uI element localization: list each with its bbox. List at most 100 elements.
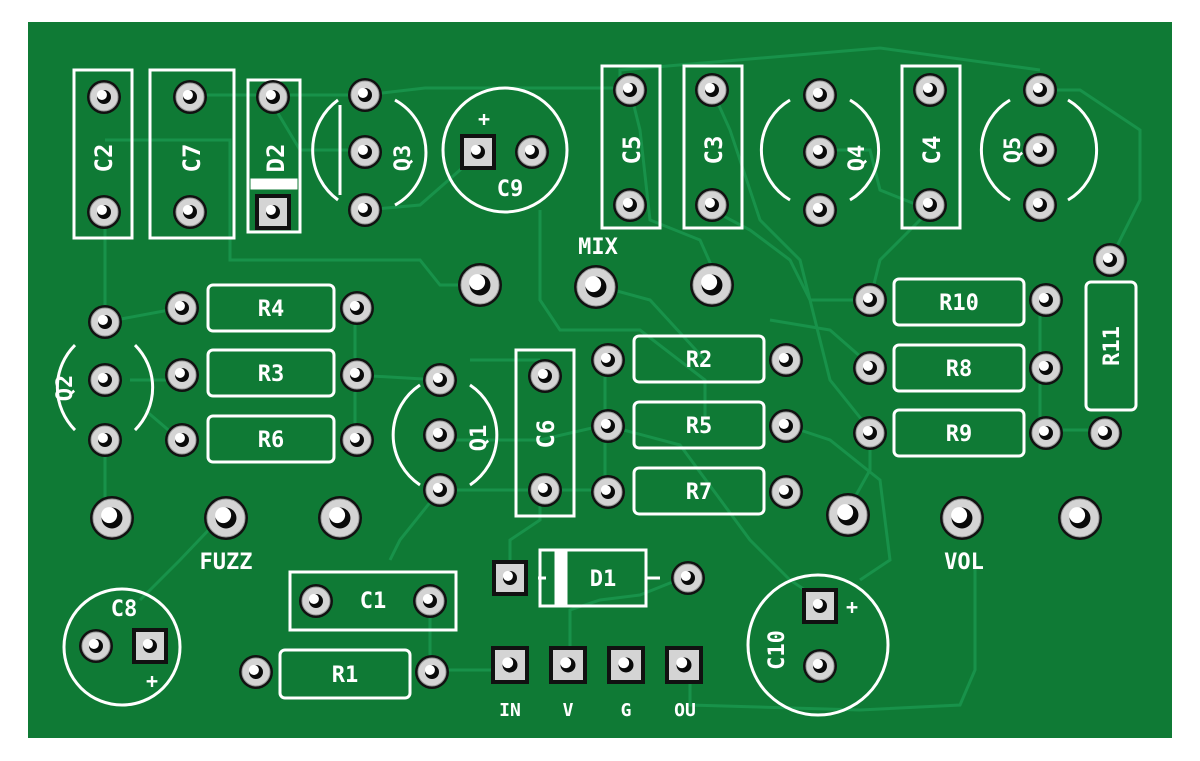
r2-outline <box>632 334 766 384</box>
q1-outline <box>391 383 499 487</box>
q2-pad-2 <box>88 363 122 397</box>
label-v: V <box>563 700 574 721</box>
d2-band <box>250 178 298 190</box>
vol-pad-3 <box>1058 496 1102 540</box>
c9-plus: + <box>478 107 490 131</box>
q5-pad-2 <box>1023 133 1057 167</box>
q3-outline <box>338 98 428 207</box>
mix-hole <box>458 263 502 307</box>
label-g: G <box>621 700 632 721</box>
out-pad <box>665 646 703 684</box>
c9-pad-2 <box>515 135 549 169</box>
r3-pad-1 <box>165 358 199 392</box>
r7-pad-1 <box>591 475 625 509</box>
d1-pad-2 <box>671 561 705 595</box>
c4-pad-2 <box>913 188 947 222</box>
c9-pad-1 <box>460 134 496 170</box>
q2-pad-3 <box>88 423 122 457</box>
c10-plus: + <box>846 595 858 619</box>
q5-pad-3 <box>1023 188 1057 222</box>
r8-pad-2 <box>1029 351 1063 385</box>
r9-outline <box>892 408 1026 458</box>
q2-outline <box>55 343 155 432</box>
r4-pad-1 <box>165 291 199 325</box>
c10-pad-1 <box>802 588 838 624</box>
r1-pad-1 <box>239 655 273 689</box>
q4-outline <box>759 98 881 202</box>
c5-pad-2 <box>613 188 647 222</box>
label-r11: R11 <box>1100 326 1125 366</box>
r7-pad-2 <box>769 475 803 509</box>
vol-pad-1 <box>826 493 870 537</box>
fuzz-pad-1 <box>90 496 134 540</box>
r6-pad-2 <box>340 423 374 457</box>
r9-pad-1 <box>853 416 887 450</box>
q3-pad-2 <box>348 135 382 169</box>
label-r5: R5 <box>686 414 713 439</box>
r2-pad-1 <box>591 343 625 377</box>
c7-pad-2 <box>173 195 207 229</box>
c5-pad-1 <box>613 73 647 107</box>
c2-pad-1 <box>87 80 121 114</box>
label-r10: R10 <box>939 291 979 316</box>
r3-pad-2 <box>340 358 374 392</box>
label-r8: R8 <box>946 357 973 382</box>
mix-pad-2 <box>574 265 618 309</box>
q4-pad-1 <box>803 78 837 112</box>
c8-outline <box>62 587 182 707</box>
c4-outline <box>900 64 962 230</box>
r11-pad-1 <box>1093 243 1127 277</box>
q1-pad-3 <box>423 473 457 507</box>
c1-pad-2 <box>413 584 447 618</box>
label-out: OU <box>674 700 696 721</box>
r11-pad-2 <box>1088 416 1122 450</box>
c2-outline <box>72 68 134 240</box>
label-mix: MIX <box>578 235 618 260</box>
r5-pad-2 <box>769 409 803 443</box>
c1-outline <box>288 570 458 632</box>
q4-pad-3 <box>803 193 837 227</box>
c3-outline <box>682 64 744 230</box>
r1-outline <box>278 648 412 700</box>
label-q2: Q2 <box>53 375 78 402</box>
pcb-substrate <box>28 22 1172 738</box>
label-q5: Q5 <box>1001 137 1026 164</box>
vol-pad-2 <box>940 496 984 540</box>
c1-pad-1 <box>299 584 333 618</box>
d1-band <box>554 550 568 606</box>
r6-pad-1 <box>165 423 199 457</box>
label-q4: Q4 <box>845 145 870 172</box>
c3-pad-1 <box>695 73 729 107</box>
c8-pad-1 <box>79 629 113 663</box>
label-fuzz: FUZZ <box>200 550 253 575</box>
fuzz-pad-3 <box>318 496 362 540</box>
fuzz-pad-2 <box>204 496 248 540</box>
c10-outline <box>746 573 890 717</box>
q5-pad-1 <box>1023 73 1057 107</box>
c6-pad-2 <box>528 473 562 507</box>
q2-pad-1 <box>88 305 122 339</box>
q4-pad-2 <box>803 135 837 169</box>
label-q3: Q3 <box>391 145 416 172</box>
c6-outline <box>514 348 576 518</box>
label-c1: C1 <box>360 589 387 614</box>
r4-outline <box>206 283 336 333</box>
r2-pad-2 <box>769 343 803 377</box>
r1-pad-2 <box>415 655 449 689</box>
c8-pad-2 <box>132 628 168 664</box>
label-vol: VOL <box>944 550 984 575</box>
c8-plus: + <box>146 669 158 693</box>
label-r9: R9 <box>946 422 973 447</box>
label-c8: C8 <box>111 597 138 622</box>
d2-pad-1 <box>256 80 290 114</box>
label-r2: R2 <box>686 348 713 373</box>
silkscreen-outlines <box>55 64 1138 717</box>
q3-pad-3 <box>348 193 382 227</box>
c4-pad-1 <box>913 73 947 107</box>
q1-pad-1 <box>423 363 457 397</box>
d2-outline <box>246 78 302 234</box>
label-r3: R3 <box>258 362 285 387</box>
label-c7: C7 <box>178 144 206 173</box>
r11-outline <box>1084 280 1138 412</box>
c7-outline <box>148 68 236 240</box>
